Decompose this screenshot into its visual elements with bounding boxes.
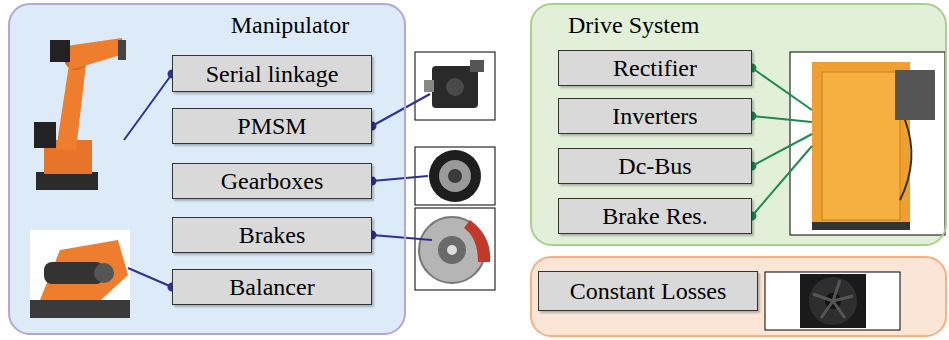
leader-line [124, 74, 172, 140]
cabinet-picture [895, 70, 935, 120]
fan-picture [809, 277, 857, 325]
leader-line [372, 176, 428, 181]
panel-ground [530, 3, 947, 246]
motor-picture [432, 66, 478, 108]
motor-picture [470, 60, 484, 72]
gearbox-picture [448, 169, 462, 183]
box-label: Serial linkage [206, 62, 339, 86]
motor-picture [424, 80, 434, 92]
box-label: Dc-Bus [618, 154, 691, 178]
component-box: Serial linkage [172, 55, 372, 92]
component-box: Inverters [558, 98, 752, 134]
leader-line [124, 71, 432, 291]
leader-line [128, 268, 172, 287]
panel-ground [8, 3, 947, 335]
box-label: PMSM [237, 114, 306, 138]
box-label: Rectifier [613, 56, 697, 80]
balancer-picture [40, 240, 128, 310]
fan-picture [800, 274, 866, 328]
leader-line [752, 68, 812, 110]
losses-panel [531, 257, 946, 336]
brake-picture [415, 208, 495, 290]
group-panel: ManipulatorSerial linkagePMSM GearboxesBr… [8, 3, 406, 335]
brake-picture [415, 208, 495, 290]
component-box: Dc-Bus [558, 148, 752, 184]
losses-panel [531, 257, 946, 336]
balancer-picture [94, 263, 114, 283]
cabinet-picture [790, 52, 945, 235]
cabinet-picture [822, 72, 900, 220]
robot-picture [118, 40, 126, 60]
fan-picture [813, 280, 853, 318]
component-box: Brakes [172, 217, 372, 253]
brake-picture [447, 245, 457, 255]
cabinet-picture [790, 52, 945, 235]
component-box: Gearboxes [172, 163, 372, 199]
robot-picture [34, 122, 56, 148]
motor-picture [415, 52, 495, 120]
balancer-picture [30, 230, 130, 318]
leader-line [752, 146, 812, 216]
group-panel: Drive SystemRectifierInvertersDc-BusBrak… [530, 3, 947, 246]
component-box: Rectifier [558, 50, 752, 86]
robot-picture [66, 38, 124, 70]
component-box: Brake Res. [558, 198, 752, 234]
motor-picture [415, 52, 495, 120]
component-box: Balancer [172, 269, 372, 305]
balancer-picture [30, 300, 130, 318]
gearbox-picture [429, 150, 481, 202]
box-label: Inverters [612, 104, 697, 128]
brake-picture [438, 236, 466, 264]
robot-picture [50, 40, 70, 62]
panel-heading: Manipulator [175, 13, 405, 37]
leader-line [372, 235, 432, 240]
motor-picture [446, 78, 464, 96]
component-box: Constant Losses [538, 271, 758, 311]
cabinet-picture [812, 222, 910, 230]
box-label: Gearboxes [221, 169, 324, 193]
box-label: Brakes [239, 223, 306, 247]
robot-picture [56, 58, 86, 150]
panel-heading: Drive System [568, 13, 788, 37]
fan-picture [765, 272, 900, 330]
box-label: Constant Losses [570, 279, 727, 303]
fan-picture [765, 272, 900, 330]
gearbox-picture [439, 160, 471, 192]
leader-line [749, 65, 813, 220]
leader-line [752, 116, 812, 122]
balancer-picture [30, 230, 130, 318]
panel-ground [8, 3, 406, 335]
cabinet-picture [900, 120, 911, 200]
box-label: Balancer [229, 275, 314, 299]
leader-line [752, 134, 812, 166]
robot-picture [36, 172, 98, 190]
component-box: PMSM [172, 108, 372, 144]
leader-line [372, 94, 430, 126]
box-label: Brake Res. [602, 204, 707, 228]
robot-picture [34, 38, 126, 190]
brake-picture [464, 220, 490, 262]
